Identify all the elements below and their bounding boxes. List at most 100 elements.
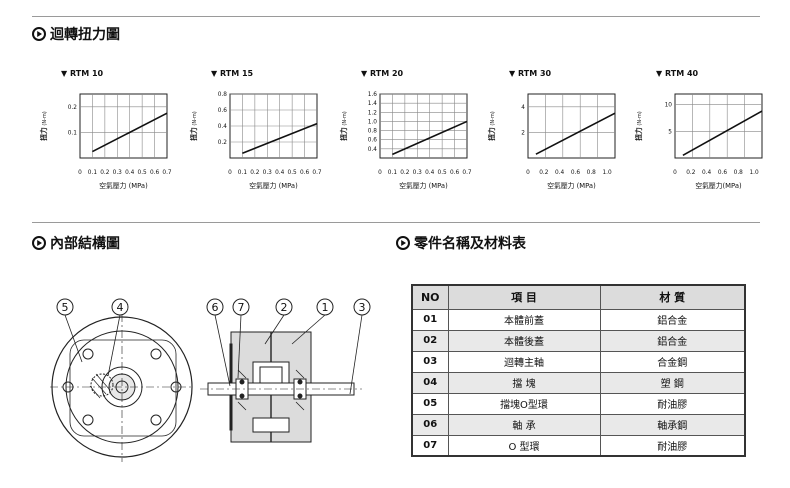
y-axis-label: 扭力 (N-m)	[634, 111, 643, 141]
row-item: 擋塊O型環	[447, 392, 601, 415]
structure-section-title: 內部結構圖	[32, 233, 120, 253]
x-tick-label: 0	[673, 170, 677, 176]
chart-title: ▼ RTM 10	[61, 69, 104, 78]
x-tick-label: 0.8	[587, 170, 597, 176]
row-material: 鋁合金	[599, 329, 746, 352]
torque-section-title: 迴轉扭力圖	[32, 24, 120, 44]
y-axis-label: 扭力 (N-m)	[189, 111, 198, 141]
y-tick-label: 0.8	[368, 129, 378, 135]
y-tick-label: 1.0	[368, 119, 378, 125]
torque-series-line	[92, 112, 168, 153]
header-material: 材 質	[599, 284, 746, 310]
structure-section-label: 內部結構圖	[50, 236, 120, 252]
y-tick-label: 0.2	[218, 140, 228, 146]
row-material: 耐油膠	[599, 392, 746, 415]
y-axis-label-text: 扭力	[487, 127, 496, 141]
y-tick-label: 0.1	[68, 130, 78, 136]
x-tick-label: 0.6	[300, 170, 310, 176]
callout-label: 2	[281, 301, 288, 314]
row-no: 02	[411, 329, 449, 352]
plot-frame	[527, 93, 616, 159]
torque-section-label: 迴轉扭力圖	[50, 27, 120, 43]
x-tick-label: 0.3	[413, 170, 423, 176]
plot-frame	[79, 93, 168, 159]
x-tick-label: 0	[526, 170, 530, 176]
x-tick-label: 0.1	[388, 170, 398, 176]
table-header-row: NO 項 目 材 質	[411, 284, 746, 310]
x-tick-label: 0.2	[400, 170, 410, 176]
x-tick-label: 0.5	[138, 170, 148, 176]
front-view	[50, 314, 194, 462]
y-tick-label: 0.6	[368, 138, 378, 144]
x-axis-label: 空氣壓力 (MPa)	[249, 181, 298, 190]
play-bullet-icon	[396, 236, 410, 250]
x-tick-label: 0.6	[571, 170, 581, 176]
x-tick-label: 0.3	[263, 170, 273, 176]
row-material: 合金鋼	[599, 350, 746, 373]
y-axis-label-unit: (N-m)	[490, 111, 496, 127]
play-bullet-icon	[32, 27, 46, 41]
section-view	[200, 331, 362, 443]
middle-rule	[32, 222, 760, 223]
row-material: 塑 鋼	[599, 371, 746, 394]
row-no: 07	[411, 434, 449, 457]
x-tick-label: 0	[228, 170, 232, 176]
y-tick-label: 4	[521, 105, 525, 111]
y-tick-label: 0.4	[218, 124, 228, 130]
x-tick-label: 0.6	[718, 170, 728, 176]
plot-frame	[674, 93, 763, 159]
y-tick-label: 1.4	[368, 101, 378, 107]
materials-section-title: 零件名稱及材料表	[396, 233, 526, 253]
x-tick-label: 0.2	[686, 170, 696, 176]
y-tick-label: 0.8	[218, 92, 228, 98]
y-axis-label-text: 扭力	[634, 127, 643, 141]
row-no: 01	[411, 308, 449, 331]
y-tick-label: 0.6	[218, 108, 228, 114]
x-tick-label: 1.0	[749, 170, 759, 176]
y-tick-label: 2	[521, 130, 525, 136]
y-tick-label: 1.2	[368, 110, 378, 116]
x-tick-label: 0.2	[539, 170, 549, 176]
x-tick-label: 0.6	[450, 170, 460, 176]
callout-label: 6	[212, 301, 219, 314]
torque-series-line	[242, 122, 318, 154]
x-tick-label: 0.4	[125, 170, 135, 176]
x-tick-label: 0.1	[238, 170, 248, 176]
y-axis-label-unit: (N-m)	[42, 111, 48, 127]
y-tick-label: 10	[665, 103, 673, 109]
table-row: 04 擋 塊 塑 鋼	[411, 371, 746, 394]
y-axis-label-unit: (N-m)	[192, 111, 198, 127]
row-material: 鋁合金	[599, 308, 746, 331]
x-tick-label: 0.1	[88, 170, 98, 176]
x-tick-label: 0.3	[113, 170, 123, 176]
x-tick-label: 0.4	[275, 170, 285, 176]
y-axis-label: 扭力 (N-m)	[339, 111, 348, 141]
x-tick-label: 0.6	[150, 170, 160, 176]
row-no: 06	[411, 413, 449, 436]
x-tick-label: 1.0	[602, 170, 612, 176]
chart-title: ▼ RTM 15	[211, 69, 254, 78]
table-row: 07 O 型環 耐油膠	[411, 434, 746, 457]
y-axis-label-text: 扭力	[189, 127, 198, 141]
play-bullet-icon	[32, 236, 46, 250]
x-tick-label: 0.5	[438, 170, 448, 176]
y-axis-label: 扭力 (N-m)	[39, 111, 48, 141]
table-row: 05 擋塊O型環 耐油膠	[411, 392, 746, 415]
x-tick-label: 0	[378, 170, 382, 176]
callout-label: 1	[322, 301, 329, 314]
materials-section-label: 零件名稱及材料表	[414, 236, 526, 252]
x-axis-label: 空氣壓力 (MPa)	[399, 181, 448, 190]
y-tick-label: 0.4	[368, 147, 378, 153]
x-axis-label: 空氣壓力 (MPa)	[99, 181, 148, 190]
x-tick-label: 0.7	[462, 170, 472, 176]
row-item: 軸 承	[447, 413, 601, 436]
callout-label: 4	[117, 301, 124, 314]
row-no: 04	[411, 371, 449, 394]
chart-title: ▼ RTM 40	[656, 69, 699, 78]
row-item: O 型環	[447, 434, 601, 457]
y-axis-label-text: 扭力	[339, 127, 348, 141]
